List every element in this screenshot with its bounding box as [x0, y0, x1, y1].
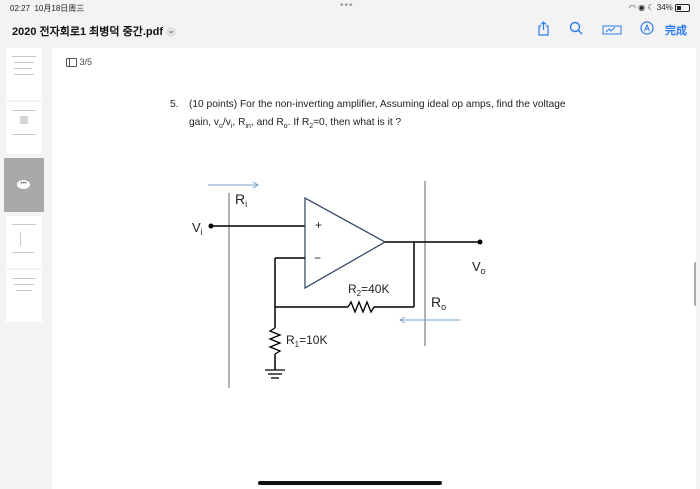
- sidebar-toggle-icon[interactable]: [66, 58, 77, 68]
- page-thumbnail-3[interactable]: •••: [4, 158, 44, 212]
- title-bar: 2020 전자회로1 최병덕 중간.pdf⌄ 完成: [0, 14, 700, 46]
- moon-icon: ☾: [647, 3, 655, 12]
- focus-icon: ◉: [638, 3, 646, 12]
- question-line-1: (10 points) For the non-inverting amplif…: [189, 99, 566, 110]
- scroll-indicator[interactable]: [694, 262, 696, 306]
- page-thumbnail-1[interactable]: [6, 48, 42, 100]
- markup-icon[interactable]: [602, 23, 622, 35]
- chevron-down-icon[interactable]: ⌄: [166, 27, 176, 38]
- vo-label: Vo: [472, 259, 486, 276]
- share-icon[interactable]: [537, 21, 550, 36]
- done-button[interactable]: 完成: [665, 25, 687, 37]
- minus-sign: −: [314, 251, 321, 265]
- page-thumbnail-2[interactable]: [6, 102, 42, 154]
- r1-label: R1=10K: [286, 333, 327, 349]
- battery-icon: [675, 3, 690, 12]
- question-number: 5.: [170, 99, 179, 110]
- page-indicator[interactable]: 3/5: [66, 57, 92, 68]
- plus-sign: +: [315, 218, 322, 232]
- status-time: 02:27 10月18日周三: [10, 4, 85, 13]
- multitask-dots[interactable]: •••: [340, 0, 354, 11]
- question-line-2: gain, vo/vi, Rin, and Ro. If R2=0, then …: [189, 117, 402, 131]
- r2-label: R2=40K: [348, 282, 389, 298]
- thumbnail-sidebar: •••: [0, 46, 48, 489]
- battery-percent: 34%: [656, 3, 673, 12]
- page-thumbnail-5[interactable]: [6, 270, 42, 322]
- pdf-page: [52, 48, 696, 489]
- r2-resistor: [347, 300, 375, 314]
- ri-label: Ri: [235, 191, 247, 209]
- search-icon[interactable]: [569, 21, 583, 35]
- wifi-icon: ◠: [628, 3, 636, 12]
- opamp-triangle: [304, 196, 387, 290]
- page-thumbnail-4[interactable]: [6, 216, 42, 268]
- more-icon[interactable]: •••: [17, 180, 30, 189]
- vo-node: [477, 239, 483, 245]
- home-indicator[interactable]: [258, 481, 442, 485]
- status-right: ◠ ◉ ☾ 34%: [629, 3, 690, 12]
- question-text: 5. (10 points) For the non-inverting amp…: [170, 96, 630, 136]
- status-bar: 02:27 10月18日周三 ••• ◠ ◉ ☾ 34%: [0, 0, 700, 14]
- document-title[interactable]: 2020 전자회로1 최병덕 중간.pdf⌄: [12, 23, 176, 39]
- pen-circle-icon[interactable]: [640, 21, 654, 35]
- r1-resistor: [268, 327, 282, 355]
- circuit-diagram: Ri Vi + − Vo R2=40K Ro R1=10K: [192, 181, 486, 388]
- ro-label: Ro: [431, 294, 446, 312]
- vi-label: Vi: [192, 220, 203, 237]
